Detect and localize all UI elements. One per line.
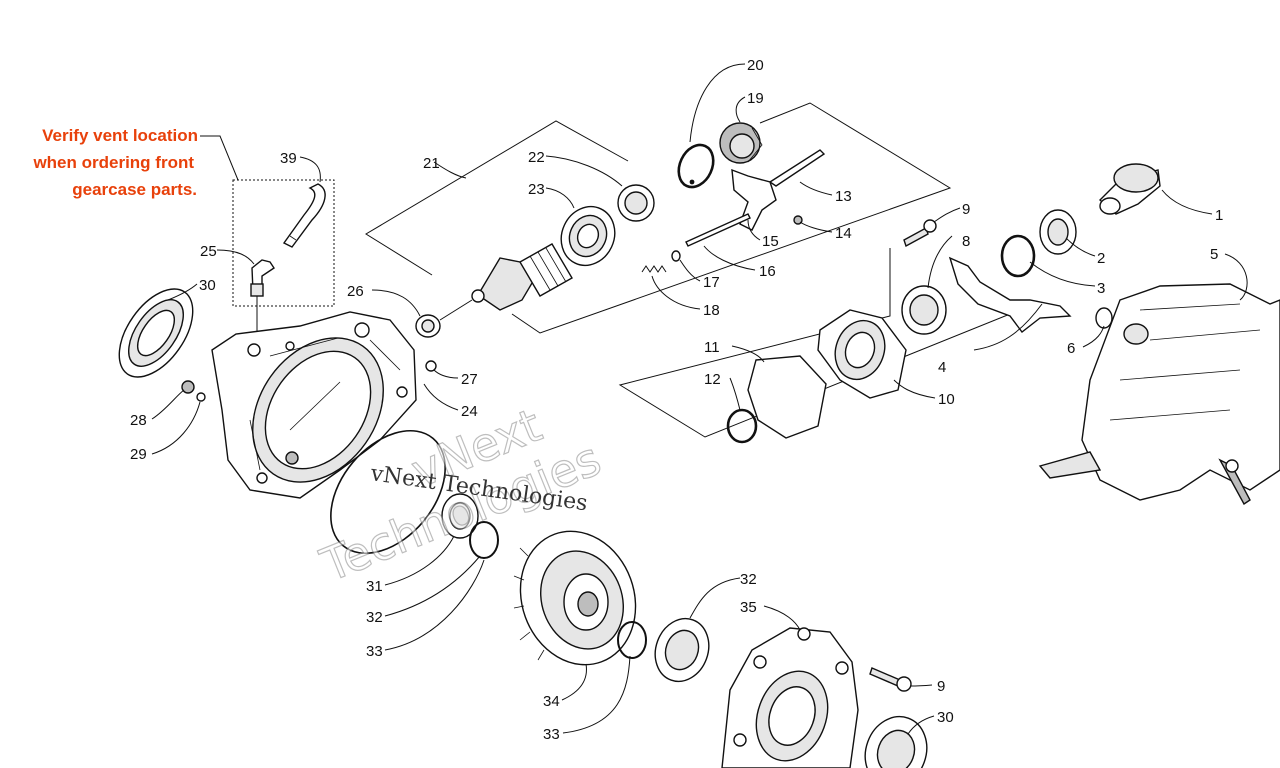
shift-rod-16 (685, 213, 751, 247)
callout-30-upper: 30 (199, 277, 216, 294)
snap-ring-20 (677, 143, 715, 189)
washer-29 (196, 392, 206, 402)
gasket-11 (747, 355, 827, 439)
callout-25: 25 (200, 243, 217, 260)
shift-shaft-13 (768, 149, 826, 187)
vent-detail-box (232, 179, 335, 307)
assembly-bracket-input (365, 120, 629, 276)
callout-29: 29 (130, 446, 147, 463)
callout-33-left: 33 (366, 643, 383, 660)
seal-30-left (118, 288, 194, 378)
callout-27: 27 (461, 371, 478, 388)
o-ring-17 (671, 250, 681, 262)
large-o-ring (330, 429, 446, 555)
callout-16: 16 (759, 263, 776, 280)
plug-28 (181, 380, 195, 394)
callout-5: 5 (1210, 246, 1218, 263)
seal-30-lower (864, 715, 928, 768)
callout-3: 3 (1097, 280, 1105, 297)
vent-hose-39 (282, 183, 326, 248)
callout-30-lower: 30 (937, 709, 954, 726)
callout-9-lower: 9 (937, 678, 945, 695)
callout-8: 8 (962, 233, 970, 250)
callout-2: 2 (1097, 250, 1105, 267)
coupler-19 (719, 122, 763, 164)
bearing-32-center (654, 617, 710, 683)
callout-1: 1 (1215, 207, 1223, 224)
bolt-9-upper (903, 219, 937, 248)
callout-23: 23 (528, 181, 545, 198)
coupler-1 (1098, 163, 1161, 215)
callout-21: 21 (423, 155, 440, 172)
callout-12: 12 (704, 371, 721, 388)
gearcase-housing-24 (211, 311, 417, 499)
bearing-23 (560, 205, 616, 267)
plug-27 (425, 360, 437, 372)
o-ring-33-center (617, 621, 647, 659)
callout-6: 6 (1067, 340, 1075, 357)
callout-14: 14 (835, 225, 852, 242)
callout-4: 4 (938, 359, 946, 376)
callout-17: 17 (703, 274, 720, 291)
spring-18 (641, 265, 667, 273)
transmission-housing-5 (1038, 283, 1280, 506)
callout-28: 28 (130, 412, 147, 429)
callout-34: 34 (543, 693, 560, 710)
bracket-4 (948, 256, 1072, 333)
cover-35 (721, 627, 859, 768)
bearing-26 (415, 314, 441, 338)
snap-ring-12 (726, 408, 758, 444)
vent-note: Verify vent location when ordering front… (32, 126, 239, 199)
note-line-1: Verify vent location (42, 126, 198, 145)
callout-labels: 1 2 3 4 5 6 8 9 9 10 11 12 13 14 15 16 1… (130, 57, 1223, 743)
callout-32-center: 32 (740, 571, 757, 588)
callout-35: 35 (740, 599, 757, 616)
shift-fork-15 (731, 168, 777, 231)
vent-fitting-25 (250, 259, 275, 340)
callout-15: 15 (762, 233, 779, 250)
note-line-3: gearcase parts. (72, 180, 197, 199)
callout-26: 26 (347, 283, 364, 300)
bearing-31 (441, 493, 479, 539)
callout-18: 18 (703, 302, 720, 319)
pinion-gear (439, 243, 573, 321)
callout-31: 31 (366, 578, 383, 595)
bearing-8 (901, 285, 947, 335)
o-ring-6 (1095, 307, 1113, 329)
bearing-22 (617, 184, 655, 222)
callout-24: 24 (461, 403, 478, 420)
shim-32-left (469, 521, 499, 559)
callout-22: 22 (528, 149, 545, 166)
callout-20: 20 (747, 57, 764, 74)
callout-33-lower: 33 (543, 726, 560, 743)
callout-19: 19 (747, 90, 764, 107)
bolt-9-lower (869, 667, 912, 692)
callout-11: 11 (704, 339, 720, 356)
callout-13: 13 (835, 188, 852, 205)
ring-gear-34 (513, 530, 637, 666)
callout-32-left: 32 (366, 609, 383, 626)
callout-9-upper: 9 (962, 201, 970, 218)
snap-ring-3 (1000, 234, 1036, 278)
housing-10 (817, 309, 907, 399)
leader-lines (151, 63, 1248, 735)
note-line-2: when ordering front (32, 153, 194, 172)
seal-2 (1039, 209, 1077, 255)
callout-10: 10 (938, 391, 955, 408)
callout-39: 39 (280, 150, 297, 167)
